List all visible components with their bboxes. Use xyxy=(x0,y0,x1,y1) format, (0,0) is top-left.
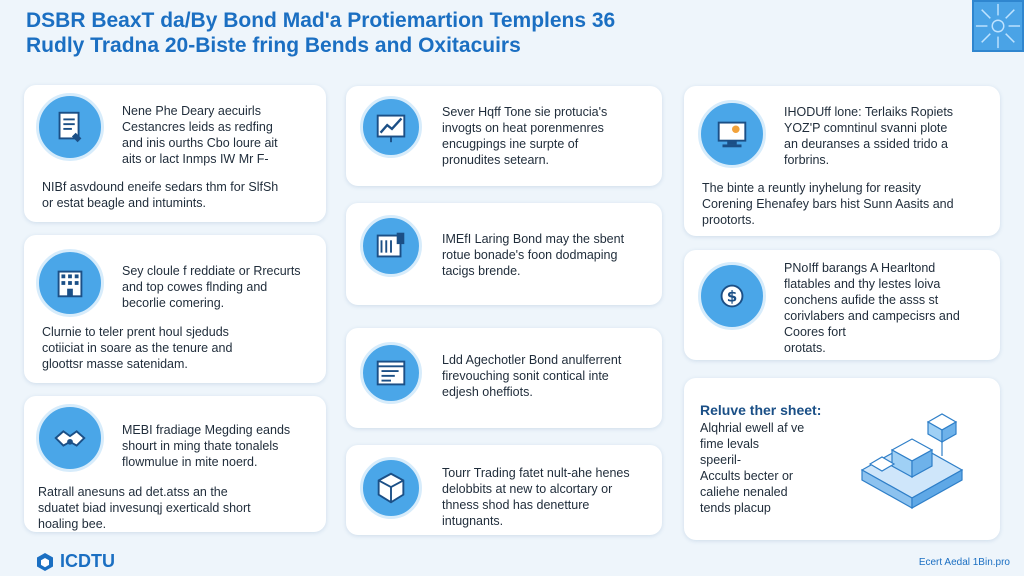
middle-card-2: IMEfI Laring Bond may the sbent rotue bo… xyxy=(346,203,662,305)
cube-box-icon xyxy=(360,457,422,519)
card-paragraph: The binte a reuntly inyhelung for reasit… xyxy=(702,181,954,227)
right-card-1: IHODUff lone: Terlaiks Ropiets YOZ'P com… xyxy=(684,86,1000,236)
left-card-1: Nene Phe Deary aecuirls Cestancres leids… xyxy=(24,85,326,222)
middle-card-3: Ldd Agechotler Bond anulferrent firevouc… xyxy=(346,328,662,428)
right-card-3: Reluve ther sheet: Alqhrial ewell af ve … xyxy=(684,378,1000,540)
card-paragraph: Clurnie to teler prent houl sjeduds coti… xyxy=(42,325,233,371)
card-text: Alqhrial ewell af ve fime levals speeril… xyxy=(700,421,805,515)
middle-card-4: Tourr Trading fatet nult-ahe henes delob… xyxy=(346,445,662,535)
footer-logo: ICDTU xyxy=(36,551,115,572)
building-icon xyxy=(36,249,104,317)
middle-card-1: Sever Hqff Tone sie protucia's invogts o… xyxy=(346,86,662,186)
card-text: IMEfI Laring Bond may the sbent rotue bo… xyxy=(442,232,625,278)
title-line-1: DSBR BeaxT da/By Bond Mad'a Protiemartio… xyxy=(26,9,616,32)
card-text: Sever Hqff Tone sie protucia's invogts o… xyxy=(442,105,608,167)
card-text: IHODUff lone: Terlaiks Ropiets YOZ'P com… xyxy=(784,105,954,167)
browser-window-icon xyxy=(360,342,422,404)
card-text: Sey cloule f reddiate or Rrecurts and to… xyxy=(122,264,301,310)
left-card-3: MEBI fradiage Megding eands shourt in mi… xyxy=(24,396,326,532)
card-paragraph: Ratrall anesuns ad det.atss an the sduat… xyxy=(38,485,251,531)
right-card-2: $ PNoIff barangs A Hearltond flatables a… xyxy=(684,250,1000,360)
card-text: MEBI fradiage Megding eands shourt in mi… xyxy=(122,423,291,469)
footer-link[interactable]: Ecert Aedal 1Bin.pro xyxy=(918,557,1010,568)
logo-icon xyxy=(37,552,53,571)
page-title: DSBR BeaxT da/By Bond Mad'a Protiemartio… xyxy=(26,8,926,58)
left-card-2: Sey cloule f reddiate or Rrecurts and to… xyxy=(24,235,326,383)
card-text: PNoIff barangs A Hearltond flatables and… xyxy=(784,261,960,355)
card-text: Ldd Agechotler Bond anulferrent firevouc… xyxy=(442,353,622,399)
computer-icon xyxy=(698,100,766,168)
document-icon xyxy=(36,93,104,161)
logo-text: ICDTU xyxy=(60,551,115,571)
dollar-coin-icon: $ xyxy=(698,262,766,330)
isometric-illustration-icon xyxy=(860,413,964,510)
chart-board-icon xyxy=(360,96,422,158)
corner-pattern-icon xyxy=(972,0,1024,52)
handshake-icon xyxy=(36,404,104,472)
bond-certificate-icon xyxy=(360,215,422,277)
card-paragraph: NIBf asvdound eneife sedars thm for SlfS… xyxy=(42,180,279,210)
svg-text:$: $ xyxy=(727,288,738,306)
card-text: Tourr Trading fatet nult-ahe henes delob… xyxy=(442,466,630,528)
card-text: Nene Phe Deary aecuirls Cestancres leids… xyxy=(122,104,278,166)
card-heading: Reluve ther sheet: xyxy=(700,402,822,418)
title-line-2: Rudly Tradna 20-Biste fring Bends and Ox… xyxy=(26,34,521,57)
